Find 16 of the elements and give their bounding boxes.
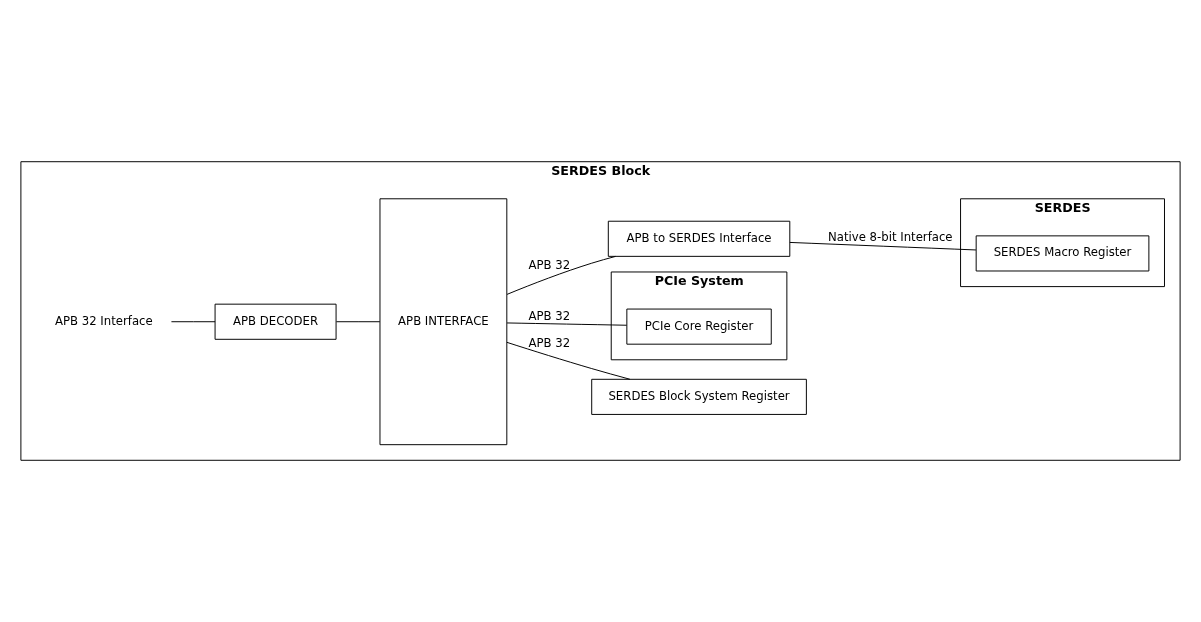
node-box: APB to SERDES Interface bbox=[607, 220, 791, 257]
edge-label: APB 32 bbox=[528, 335, 571, 350]
connector bbox=[789, 241, 977, 251]
node-box: APB INTERFACE bbox=[379, 198, 508, 446]
node-box: SERDES Macro Register bbox=[975, 235, 1150, 272]
node-box: APB DECODER bbox=[214, 303, 337, 340]
connector bbox=[335, 321, 381, 323]
node-box: SERDES Block System Register bbox=[591, 378, 807, 415]
node-text: APB 32 Interface bbox=[54, 313, 153, 328]
connector bbox=[170, 321, 216, 323]
node-box: PCIe Core Register bbox=[626, 308, 772, 345]
edge-label: APB 32 bbox=[528, 257, 571, 272]
connector bbox=[506, 255, 617, 295]
edge-label: APB 32 bbox=[528, 309, 571, 324]
connector bbox=[506, 322, 628, 326]
edge-label: Native 8-bit Interface bbox=[828, 230, 953, 245]
